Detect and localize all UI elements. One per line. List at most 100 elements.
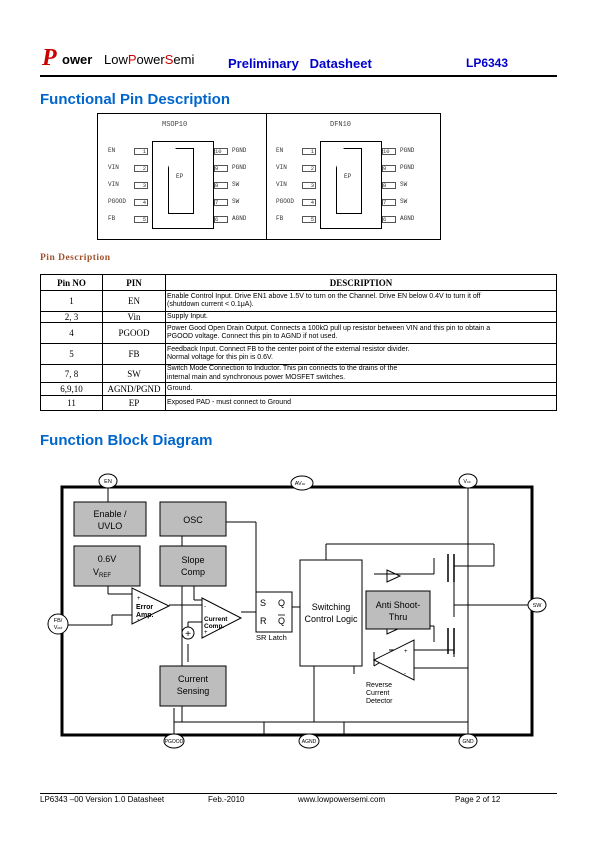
pin-number: 3	[134, 182, 148, 189]
pin-number-cell: 5	[40, 343, 103, 365]
header-rule	[40, 75, 557, 77]
header-part-number: LP6343	[466, 56, 509, 70]
pin-name-cell: AGND/PGND	[102, 382, 166, 396]
pin-number: 8	[382, 182, 396, 189]
buffer-high	[386, 569, 402, 583]
pin-name: AGND	[232, 215, 247, 222]
pin-number: 1	[134, 148, 148, 155]
svg-text:-: -	[137, 617, 140, 624]
svg-text:Vout: Vout	[54, 625, 63, 631]
logo-p: P	[42, 45, 57, 71]
exposed-pad	[336, 148, 362, 214]
svg-text:S: S	[260, 598, 266, 608]
pin-number-cell: 11	[40, 395, 103, 411]
svg-text:GND: GND	[462, 739, 474, 745]
enable-uvlo-block	[73, 501, 147, 537]
svg-text:R: R	[260, 616, 267, 626]
svg-text:Anti Shoot-: Anti Shoot-	[376, 600, 421, 610]
svg-text:EN: EN	[104, 479, 112, 485]
pin-number: 8	[214, 182, 228, 189]
pin-name: VIN	[276, 181, 287, 188]
current-sensing-block	[159, 665, 227, 707]
package-name: DFN10	[330, 121, 352, 129]
svg-text:Current: Current	[366, 690, 389, 697]
uvlo-label: UVLO	[98, 521, 123, 531]
svg-text:FB/: FB/	[54, 618, 63, 624]
pin-number: 4	[134, 199, 148, 206]
pin-description-cell: Supply Input.	[165, 311, 557, 323]
pin-vcc	[458, 473, 478, 489]
osc-label: OSC	[183, 515, 203, 525]
description-line: Ground.	[167, 384, 193, 392]
ep-label: EP	[176, 173, 184, 180]
svg-text:Sensing: Sensing	[177, 686, 210, 696]
svg-text:Thru: Thru	[389, 612, 408, 622]
company-logo: P ower LowPowerSemi	[42, 45, 194, 75]
pin-name: EN	[276, 147, 284, 154]
svg-text:Reverse: Reverse	[366, 682, 392, 689]
svg-text:+: +	[404, 649, 408, 655]
header-description: DESCRIPTION	[165, 274, 557, 291]
switching-control-logic-block	[299, 559, 363, 667]
svg-text:PGOOD: PGOOD	[165, 739, 184, 745]
pin-name-cell: Vin	[102, 311, 166, 323]
svg-text:Vcc: Vcc	[463, 479, 470, 485]
package-divider	[266, 114, 267, 239]
pin-description-cell: Exposed PAD - must connect to Ground	[165, 395, 557, 411]
pin-name: VIN	[108, 181, 119, 188]
pin-en	[98, 473, 118, 489]
pin-name: PGOOD	[108, 198, 127, 205]
pin-name-cell: SW	[102, 364, 166, 383]
pin-number: 6	[214, 216, 228, 223]
pin-number: 2	[134, 165, 148, 172]
logo-ower: ower	[62, 52, 93, 67]
footer-page-number: Page 2 of 12	[455, 795, 501, 804]
description-line: Switch Mode Connection to Inductor. This…	[167, 365, 398, 373]
pin-number: 3	[302, 182, 316, 189]
pin-name: SW	[232, 181, 240, 188]
pin-number-cell: 7, 8	[40, 364, 103, 383]
pin-agnd	[298, 733, 320, 749]
pin-name-cell: FB	[102, 343, 166, 365]
summing-node	[181, 626, 195, 640]
header-pin-no: Pin NO	[40, 274, 103, 291]
pin-name: SW	[232, 198, 240, 205]
pin-number: 5	[134, 216, 148, 223]
vref-block	[73, 545, 141, 587]
pin-name: FB	[276, 215, 284, 222]
svg-text:AGND: AGND	[302, 739, 317, 745]
description-line: internal main and synchronous power MOSF…	[167, 373, 346, 381]
pin-name: EN	[108, 147, 116, 154]
pin-name: PGND	[400, 164, 415, 171]
pin-name: VIN	[108, 164, 119, 171]
description-line: (shutdown current < 0.1μA).	[167, 301, 254, 308]
description-line: Power Good Open Drain Output. Connects a…	[167, 324, 491, 332]
header-title: Preliminary Datasheet	[228, 56, 372, 71]
pin-name: AGND	[400, 215, 415, 222]
footer-doc-version: LP6343 –00 Version 1.0 Datasheet	[40, 795, 165, 804]
pin-sw	[527, 597, 547, 613]
svg-text:Comp.: Comp.	[204, 623, 224, 630]
footer-url[interactable]: www.lowpowersemi.com	[298, 795, 386, 804]
pin-name: FB	[108, 215, 116, 222]
pin-number: 7	[214, 199, 228, 206]
svg-text:Q: Q	[278, 598, 285, 608]
sr-latch-block	[255, 591, 293, 633]
pin-number-cell: 4	[40, 322, 103, 344]
svg-text:AVcc: AVcc	[295, 481, 306, 487]
pin-number-cell: 1	[40, 290, 103, 312]
pin-number: 4	[302, 199, 316, 206]
pin-name: PGND	[400, 147, 415, 154]
package-name: MSOP10	[162, 121, 188, 129]
exposed-pad	[168, 148, 194, 214]
comp-label: Comp	[181, 567, 205, 577]
pin-name-cell: EP	[102, 395, 166, 411]
pin-description-cell: Ground.	[165, 382, 557, 396]
pin-number: 9	[382, 165, 396, 172]
